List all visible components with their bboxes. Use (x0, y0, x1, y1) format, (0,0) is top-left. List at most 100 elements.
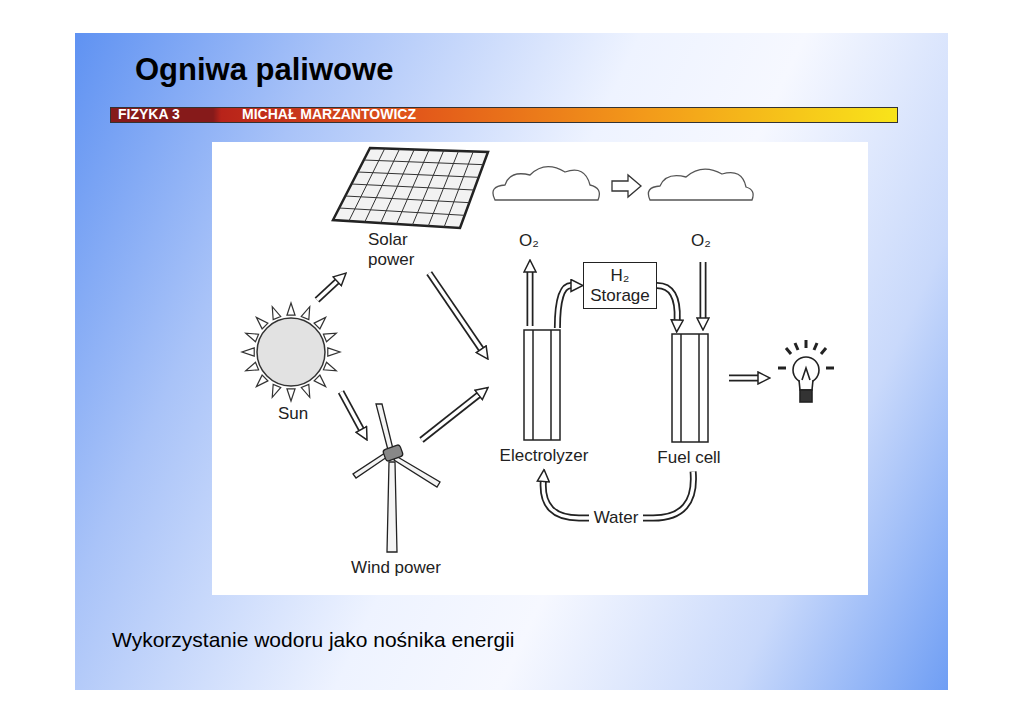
sun-ray (314, 375, 326, 387)
cell-electrode (550, 330, 552, 440)
panel-grid (364, 160, 484, 165)
bulb-base (800, 390, 812, 402)
turbine-nacelle (382, 444, 403, 461)
arrow-outline (527, 272, 534, 326)
fuel-cell-node: Fuel cell (648, 332, 730, 472)
clouds (493, 167, 753, 200)
connector-core (317, 281, 337, 300)
header-bar (110, 107, 898, 123)
cell-body (672, 334, 708, 442)
node-label: Electrolyzer (488, 446, 600, 466)
arrow-core (528, 272, 532, 326)
electrolyzer-node: Electrolyzer (488, 328, 600, 470)
cell-body (524, 330, 560, 440)
panel-frame (333, 148, 488, 228)
connector-outline (422, 395, 479, 440)
panel-grid (339, 208, 465, 215)
sun-ray (287, 389, 295, 401)
bulb-ray (805, 340, 808, 348)
panel-grid (358, 172, 479, 177)
slide-caption: Wykorzystanie wodoru jako nośnika energi… (112, 628, 515, 652)
sun-ray (301, 307, 309, 320)
node-label: Solar power (368, 230, 430, 269)
node-label: Sun (245, 404, 341, 424)
light-bulb (778, 340, 834, 402)
connector-core (657, 286, 677, 321)
connector-core (557, 286, 571, 329)
connector-outline (657, 286, 677, 321)
course-label: FIZYKA 3 (118, 107, 180, 122)
flow-connector (557, 286, 571, 329)
bulb-ray (795, 343, 798, 350)
cloud (493, 167, 599, 200)
node-label: Wind power (338, 558, 454, 578)
sun-ray (242, 348, 254, 356)
solar-power-node: Solar power (330, 146, 490, 273)
node-label: Fuel cell (648, 448, 730, 468)
sun-ray (323, 362, 336, 370)
sun-ray (246, 333, 259, 341)
arrow-core (729, 376, 758, 380)
bulb-ray (778, 367, 786, 370)
storage-box: H₂ Storage (583, 262, 657, 309)
flow-connector (429, 273, 481, 349)
flow-arrows (530, 262, 758, 378)
bulb-ray (786, 348, 791, 354)
panel-grid (352, 184, 475, 190)
cell-electrode (680, 334, 682, 442)
sun-node: Sun (245, 300, 341, 428)
connector-core (341, 392, 361, 430)
turbine-blade (353, 453, 387, 478)
author-label: MICHAŁ MARZANTOWICZ (242, 107, 416, 122)
bulb-ray (826, 367, 834, 370)
sun-ray (256, 317, 268, 329)
sun-ray (328, 348, 340, 356)
arrow-outline (729, 375, 758, 382)
fuel-cell (672, 334, 708, 442)
cloud (648, 169, 753, 200)
sun-disc (257, 318, 325, 386)
wind-power-node: Wind power (338, 440, 454, 582)
connector-outline (341, 392, 361, 430)
turbine-blade (394, 456, 440, 487)
connector-outline (429, 273, 481, 349)
wind-turbine (353, 404, 440, 552)
sun-ray (323, 333, 336, 341)
sun-ray (246, 362, 259, 370)
bulb-glass (793, 357, 819, 383)
panel-grid (345, 196, 469, 203)
sun-ray (314, 317, 326, 329)
bulb-ray (821, 348, 826, 354)
bulb-rays (778, 340, 834, 368)
bulb-filament (802, 368, 810, 380)
sun-ray (301, 384, 309, 397)
sun-ray (272, 384, 280, 397)
sun-icon (242, 303, 340, 401)
arrow-outline (700, 262, 707, 318)
slide-title: Ogniwa paliwowe (135, 52, 393, 88)
cloud-arrow (612, 175, 641, 197)
cell-electrode (532, 330, 534, 440)
turbine-tower (387, 462, 397, 552)
connector-outline (317, 281, 337, 300)
arrow-core (701, 262, 705, 318)
connector-label: Water (589, 508, 644, 528)
cell-electrode (698, 334, 700, 442)
gas-label: O₂ (691, 232, 711, 250)
bulb-ray (814, 343, 817, 350)
bulb-neck (799, 380, 813, 390)
connector-core (422, 395, 479, 440)
node-label: H₂ Storage (587, 266, 653, 305)
sun-ray (256, 375, 268, 387)
solar-panel (333, 148, 488, 228)
flow-connector (317, 281, 337, 300)
sun-ray (287, 303, 295, 315)
turbine-blade (376, 404, 393, 450)
flow-connector (657, 286, 677, 321)
sun-ray (272, 307, 280, 320)
gas-label: O₂ (519, 232, 539, 250)
flow-connector (422, 395, 479, 440)
connector-outline (557, 286, 571, 329)
connector-core (429, 273, 481, 349)
